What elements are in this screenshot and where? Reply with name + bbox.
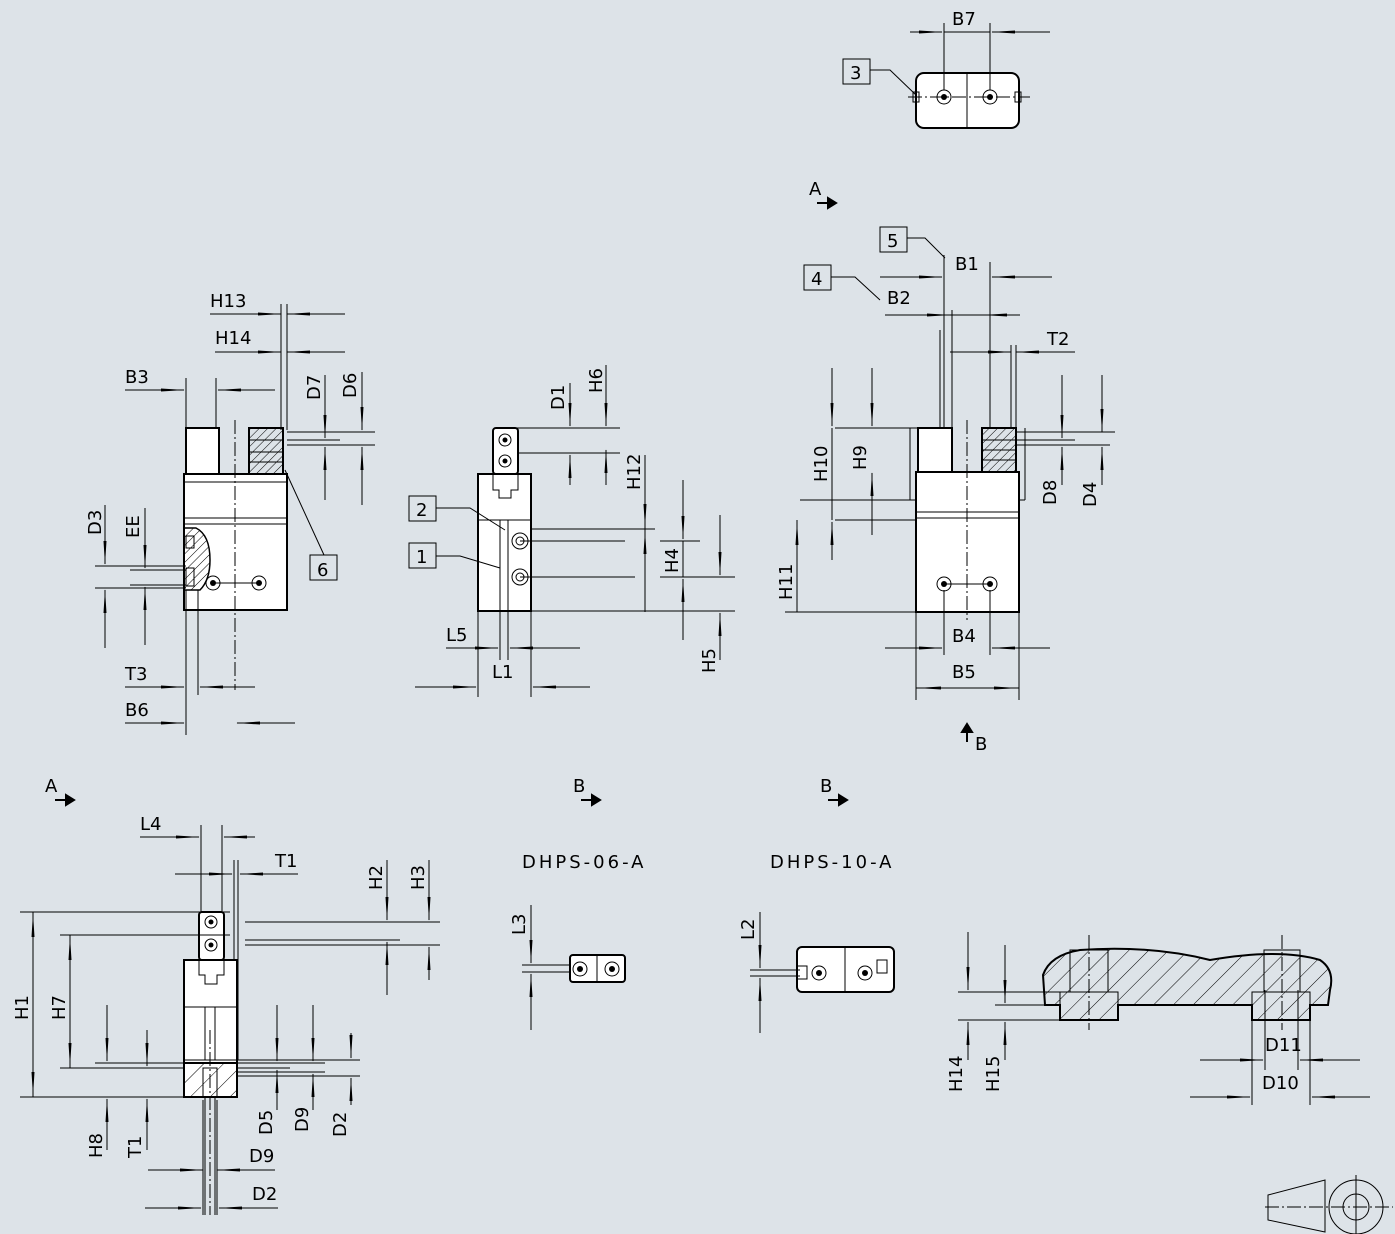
label-b6: B6 <box>125 700 149 721</box>
label-d1: D1 <box>548 385 569 410</box>
label-d6: D6 <box>340 373 361 398</box>
variant-dhps-10: DHPS-10-A <box>770 852 895 873</box>
label-h7: H7 <box>49 995 70 1020</box>
label-h14-side: H14 <box>215 328 251 349</box>
label-b7: B7 <box>952 9 976 30</box>
label-b3: B3 <box>125 367 149 388</box>
detail-section: H14 H15 D11 D10 <box>946 932 1370 1105</box>
label-d9-bottom: D9 <box>249 1146 274 1167</box>
label-b5: B5 <box>952 662 976 683</box>
label-l5: L5 <box>446 625 467 646</box>
label-h13: H13 <box>210 291 246 312</box>
front-view-right: 5 4 B1 B2 T2 <box>776 226 1115 755</box>
label-d5: D5 <box>256 1110 277 1135</box>
view-b-label-2: B <box>820 776 832 797</box>
callout-1: 1 <box>416 547 427 568</box>
label-b2: B2 <box>887 288 911 309</box>
label-b4: B4 <box>952 626 976 647</box>
projection-symbol-icon <box>1265 1175 1393 1234</box>
top-view: B7 3 <box>842 9 1050 129</box>
label-d2-side: D2 <box>330 1112 351 1137</box>
callout-2: 2 <box>416 500 427 521</box>
label-h6: H6 <box>586 368 607 393</box>
label-h11: H11 <box>776 564 797 600</box>
label-b1: B1 <box>955 254 979 275</box>
side-view-left: H13 H14 B3 D7 <box>85 291 375 735</box>
label-t3: T3 <box>124 664 147 685</box>
label-l1: L1 <box>492 662 513 683</box>
label-h8: H8 <box>86 1133 107 1158</box>
label-d2-bottom: D2 <box>252 1184 277 1205</box>
label-h15: H15 <box>983 1056 1004 1092</box>
callout-4: 4 <box>811 269 822 290</box>
view-b-dhps-10: B DHPS-10-A L2 <box>738 776 895 1033</box>
label-d9-side: D9 <box>292 1107 313 1132</box>
view-b-label-1: B <box>573 776 585 797</box>
label-h14-detail: H14 <box>946 1056 967 1092</box>
label-t2: T2 <box>1046 329 1069 350</box>
label-l2: L2 <box>738 919 759 940</box>
view-b-label-up: B <box>975 734 987 755</box>
label-h12: H12 <box>624 454 645 490</box>
label-h3: H3 <box>408 865 429 890</box>
view-marker-a-top: A <box>809 179 838 210</box>
view-a-label-bottom: A <box>45 776 58 797</box>
label-d10: D10 <box>1262 1073 1299 1094</box>
label-h1: H1 <box>12 995 33 1020</box>
label-t1-side: T1 <box>125 1136 146 1159</box>
label-d7: D7 <box>304 375 325 400</box>
label-d4: D4 <box>1080 482 1101 507</box>
label-t1-top: T1 <box>274 851 297 872</box>
variant-dhps-06: DHPS-06-A <box>522 852 647 873</box>
label-h4: H4 <box>662 548 683 573</box>
label-l3: L3 <box>509 914 530 935</box>
label-d11: D11 <box>1265 1035 1302 1056</box>
section-view-a: A L4 T1 H2 H3 <box>12 776 440 1215</box>
callout-6: 6 <box>317 560 328 581</box>
callout-3: 3 <box>850 63 861 84</box>
label-h10: H10 <box>811 446 832 482</box>
label-h5: H5 <box>699 648 720 673</box>
view-a-label: A <box>809 179 822 200</box>
label-d3: D3 <box>85 510 106 535</box>
view-b-dhps-06: B DHPS-06-A L3 <box>509 776 647 1030</box>
label-ee: EE <box>123 515 144 538</box>
label-d8: D8 <box>1040 480 1061 505</box>
label-h2: H2 <box>366 865 387 890</box>
label-h9: H9 <box>850 445 871 470</box>
side-view-middle: 2 1 D1 H6 H12 H4 H5 L5 <box>408 365 735 697</box>
label-l4: L4 <box>140 814 161 835</box>
callout-5: 5 <box>887 231 898 252</box>
